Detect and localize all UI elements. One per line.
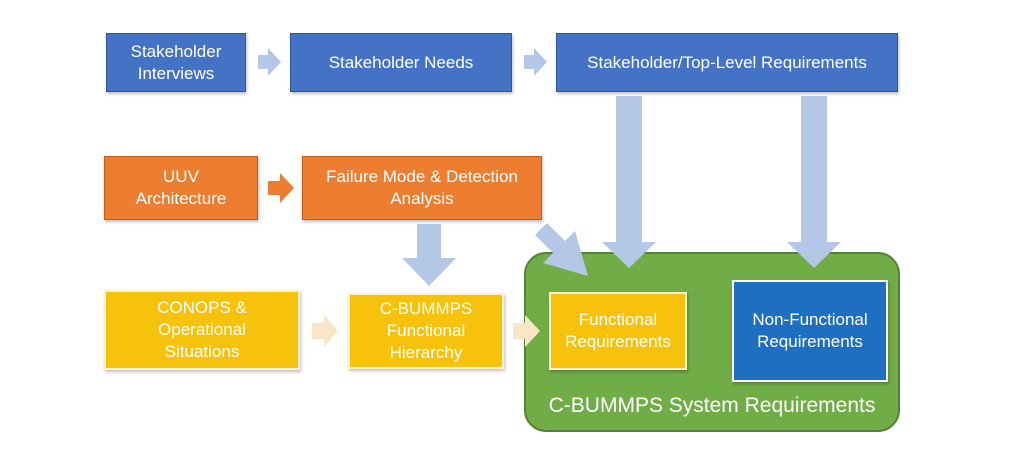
arrow-fmda-to-functional <box>535 223 588 276</box>
stakeholder-interviews-box: Stakeholder Interviews <box>106 33 246 92</box>
conops-box: CONOPS & Operational Situations <box>104 290 300 370</box>
arrow-fmda-to-hierarchy <box>402 224 456 286</box>
arrow-needs-to-requirements <box>524 48 547 76</box>
arrow-interviews-to-needs <box>258 48 281 76</box>
arrow-uuv-to-fmda <box>268 173 294 203</box>
arrow-toplevel-to-functional <box>602 96 656 268</box>
system-requirements-label: C-BUMMPS System Requirements <box>548 394 876 417</box>
top-level-requirements-box: Stakeholder/Top-Level Requirements <box>556 33 898 92</box>
non-functional-requirements-box: Non-Functional Requirements <box>732 280 888 382</box>
failure-mode-analysis-box: Failure Mode & Detection Analysis <box>302 156 542 220</box>
uuv-architecture-box: UUV Architecture <box>104 156 258 220</box>
stakeholder-needs-box: Stakeholder Needs <box>290 33 512 92</box>
functional-requirements-box: Functional Requirements <box>549 292 687 370</box>
arrow-conops-to-hierarchy <box>312 315 338 347</box>
arrow-toplevel-to-nonfunctional <box>787 96 841 268</box>
arrow-hierarchy-to-functional <box>513 315 540 347</box>
functional-hierarchy-box: C-BUMMPS Functional Hierarchy <box>348 293 504 369</box>
